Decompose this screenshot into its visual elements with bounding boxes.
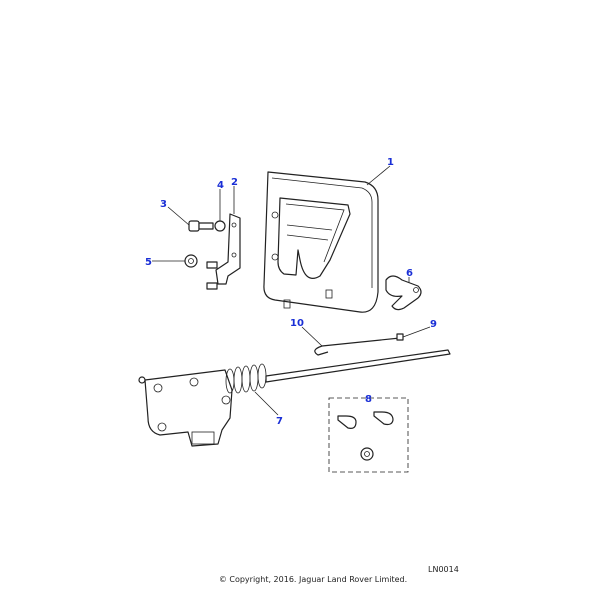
callout-7: 7 (276, 416, 283, 427)
callout-2: 2 (231, 177, 238, 188)
part-4-washer[interactable] (214, 220, 226, 232)
part-2-hinge-bracket[interactable] (215, 213, 241, 285)
diagram-reference: LN0014 (428, 565, 459, 574)
callout-1: 1 (387, 157, 394, 168)
part-8-kit[interactable] (328, 397, 409, 473)
callout-3: 3 (160, 199, 167, 210)
stud (206, 282, 218, 290)
part-7-actuator[interactable] (138, 349, 451, 447)
callout-6: 6 (406, 268, 413, 279)
callout-5: 5 (145, 257, 152, 268)
stud (206, 261, 218, 269)
callout-8: 8 (365, 394, 372, 405)
leader-lines (152, 165, 431, 416)
callout-4: 4 (217, 180, 224, 191)
callout-10: 10 (290, 318, 304, 329)
callout-9: 9 (430, 319, 437, 330)
part-10-rod[interactable] (314, 333, 404, 356)
part-5-nut[interactable] (184, 254, 198, 268)
part-6-catch[interactable] (385, 275, 422, 311)
copyright-notice: © Copyright, 2016. Jaguar Land Rover Lim… (218, 575, 408, 584)
part-1-flap-housing[interactable] (263, 171, 379, 313)
part-3-bolt[interactable] (188, 220, 214, 232)
